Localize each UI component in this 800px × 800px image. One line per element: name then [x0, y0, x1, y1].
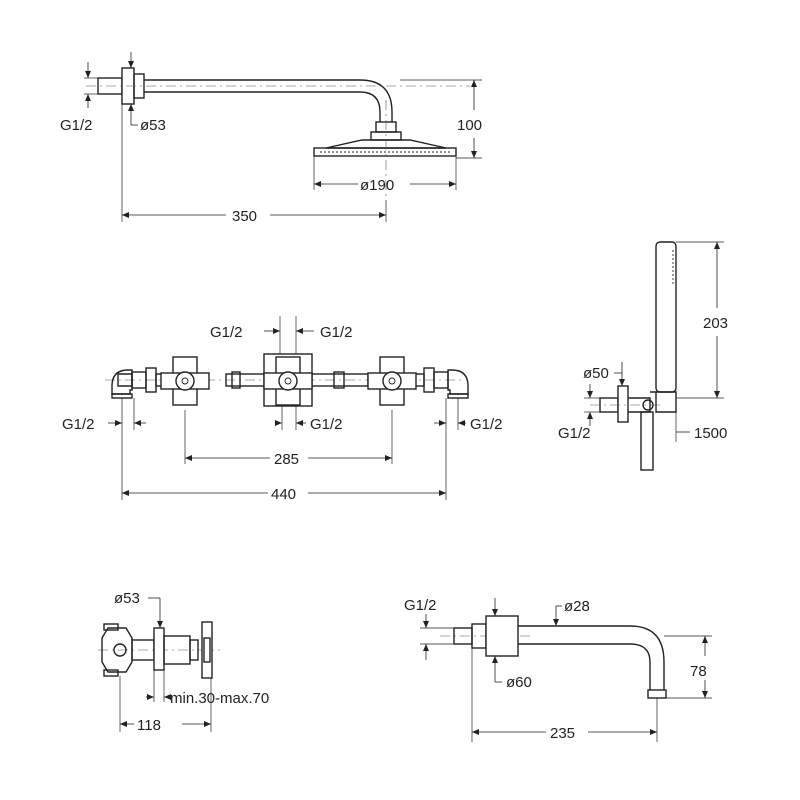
handle-right [367, 356, 417, 406]
shower-drop-height-label: 100 [457, 117, 482, 134]
hand-shower-wall-flange [617, 385, 629, 423]
spout-projection-label: 235 [550, 725, 575, 742]
hand-shower-assembly [590, 241, 677, 471]
spout-drop-height-label: 78 [690, 663, 707, 680]
single-valve-body [101, 627, 133, 673]
shower-head-dimensions: G1/2 ø53 100 ø190 350 [60, 52, 482, 225]
shower-head-diameter-label: ø190 [360, 177, 394, 194]
spout-dimensions: G1/2 ø60 ø28 78 235 [404, 597, 712, 742]
single-valve-handle [201, 621, 213, 679]
shower-flange-diameter-label: ø53 [140, 117, 166, 134]
valve-handle-spacing-label: 285 [274, 451, 299, 468]
spout-inlet-thread-label: G1/2 [404, 597, 437, 614]
valve-thread-left-label: G1/2 [62, 416, 95, 433]
spout-wall-flange [485, 615, 519, 657]
spout-assembly [440, 615, 667, 699]
valve-thread-top-left-label: G1/2 [210, 324, 243, 341]
shower-head-assembly [86, 67, 470, 200]
single-valve-dimensions: ø53 min.30-max.70 118 [114, 590, 269, 734]
valve-thread-right-label: G1/2 [470, 416, 503, 433]
hand-shower-hose-length-label: 1500 [694, 425, 727, 442]
spout-aerator [647, 689, 667, 699]
single-valve-flange-diameter-label: ø53 [114, 590, 140, 607]
hand-shower-dimensions: 203 ø50 G1/2 1500 [558, 241, 728, 442]
hand-shower-hose-connector [640, 411, 654, 471]
shower-inlet-thread-label: G1/2 [60, 117, 93, 134]
handle-left [160, 356, 210, 406]
valve-set-assembly [105, 353, 469, 407]
hand-shower-flange-diameter-label: ø50 [583, 365, 609, 382]
shower-arm-projection-label: 350 [232, 208, 257, 225]
single-valve-wall-depth-label: min.30-max.70 [170, 690, 269, 707]
shower-head-plate [313, 147, 457, 157]
hand-shower-handset [655, 241, 677, 393]
spout-pipe-diameter-label: ø28 [564, 598, 590, 615]
valve-set-dimensions: G1/2 G1/2 G1/2 G1/2 G1/2 [62, 316, 503, 503]
spout-pipe [518, 625, 665, 690]
hand-shower-outlet-thread-label: G1/2 [558, 425, 591, 442]
handle-center [263, 356, 313, 406]
valve-thread-top-right-label: G1/2 [320, 324, 353, 341]
single-valve-length-label: 118 [137, 717, 161, 734]
single-valve-wall-flange [153, 627, 165, 671]
valve-overall-width-label: 440 [271, 486, 296, 503]
spout-flange-diameter-label: ø60 [506, 674, 532, 691]
shower-arm [144, 79, 393, 122]
hand-shower-length-label: 203 [703, 315, 728, 332]
single-valve-assembly [98, 621, 220, 679]
valve-thread-center-outlet-label: G1/2 [310, 416, 343, 433]
